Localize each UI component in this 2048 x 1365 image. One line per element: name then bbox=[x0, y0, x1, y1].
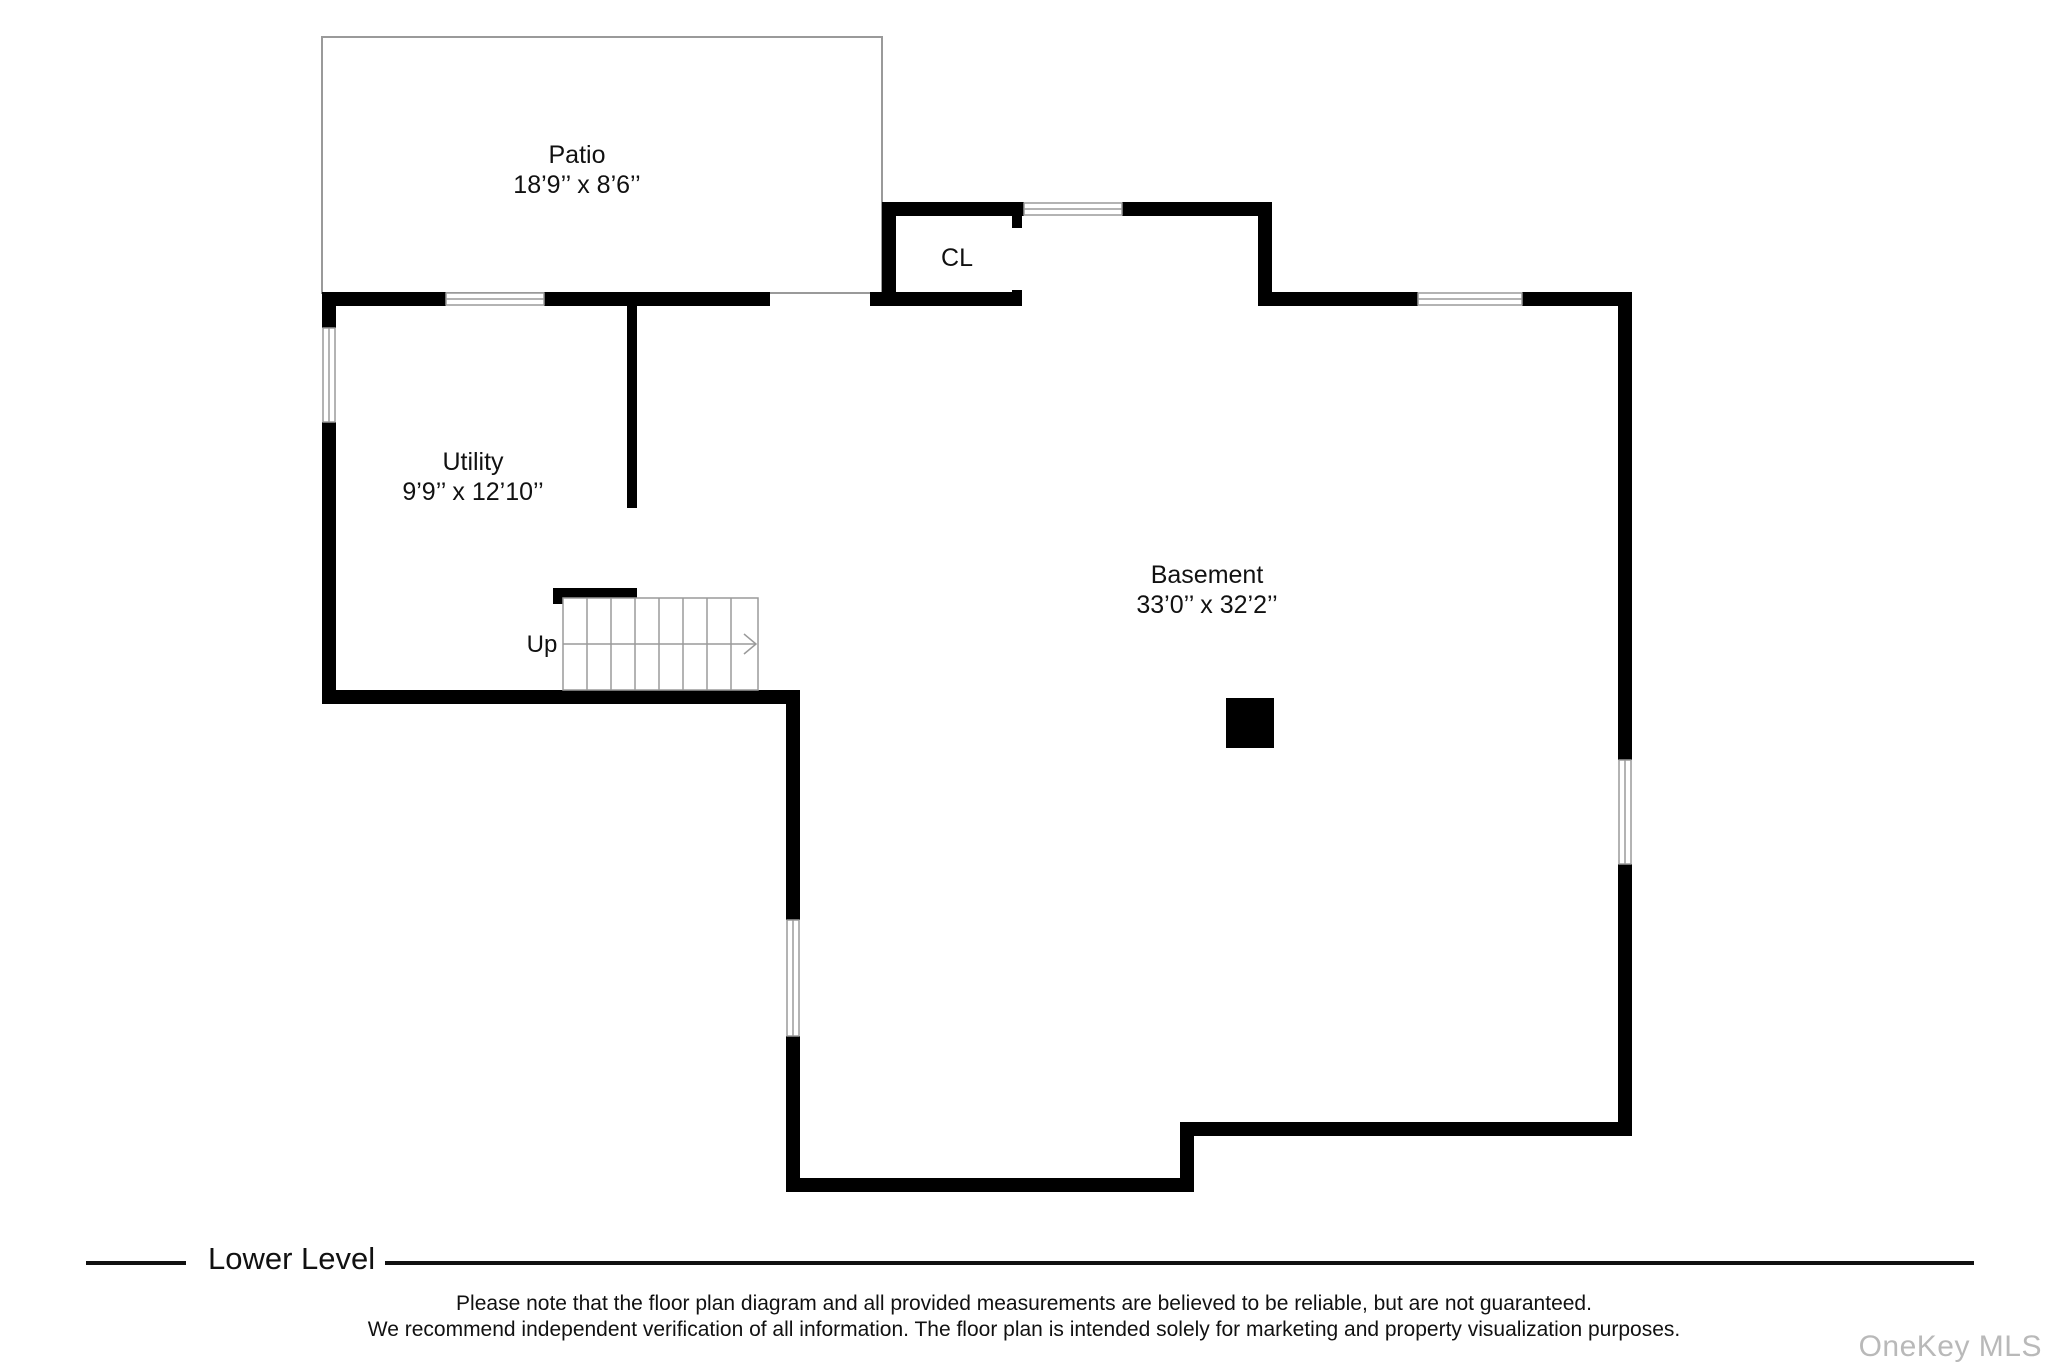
patio-dimensions: 18’9’’ x 8’6’’ bbox=[513, 171, 640, 199]
utility-name: Utility bbox=[442, 448, 504, 476]
level-rule-right bbox=[382, 1261, 1974, 1265]
windows bbox=[322, 202, 1632, 1037]
patio-name: Patio bbox=[549, 141, 606, 169]
closet-name: CL bbox=[941, 244, 973, 272]
utility-dimensions: 9’9’’ x 12’10’’ bbox=[402, 478, 543, 506]
basement-dimensions: 33’0’’ x 32’2’’ bbox=[1136, 591, 1277, 619]
walls bbox=[322, 202, 1632, 1192]
level-rule-left bbox=[86, 1261, 186, 1265]
basement-name: Basement bbox=[1151, 561, 1264, 589]
watermark-logo: OneKey MLS bbox=[1858, 1330, 2042, 1363]
stair-arrowhead bbox=[743, 633, 758, 655]
disclaimer-line-1: Please note that the floor plan diagram … bbox=[456, 1292, 1592, 1315]
stairs bbox=[562, 597, 759, 691]
level-title: Lower Level bbox=[198, 1241, 386, 1277]
stairs-up-label: Up bbox=[527, 631, 558, 658]
disclaimer-line-2: We recommend independent verification of… bbox=[367, 1318, 1681, 1341]
